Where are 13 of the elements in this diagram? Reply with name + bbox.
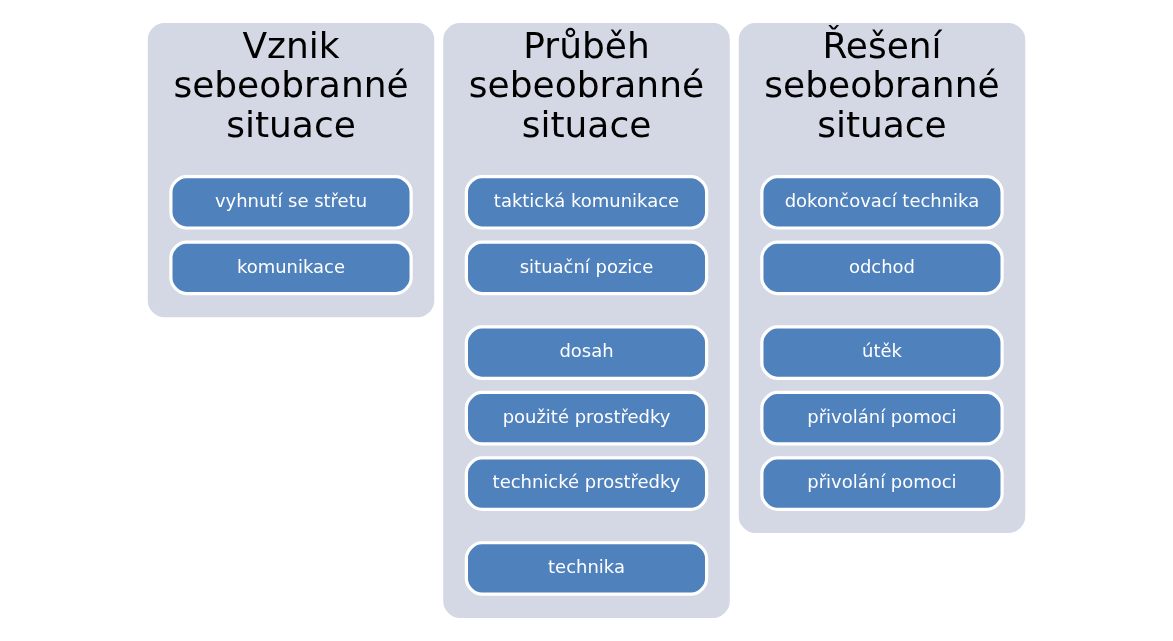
node-box: přivolání pomoci [760, 390, 1004, 446]
node-box: použité prostředky [464, 390, 709, 446]
node-box: dokončovací technika [760, 175, 1004, 230]
node-box: přivolání pomoci [760, 456, 1004, 511]
node-box: technické prostředky [464, 456, 709, 511]
node-box: situační pozice [464, 240, 709, 296]
node-box: technika [464, 541, 709, 596]
node-box: odchod [760, 240, 1004, 296]
node-box: komunikace [169, 240, 413, 296]
node-box: útěk [760, 325, 1004, 380]
node-box: taktická komunikace [464, 175, 709, 230]
node-box: dosah [464, 325, 709, 380]
node-box: vyhnutí se střetu [169, 175, 413, 230]
